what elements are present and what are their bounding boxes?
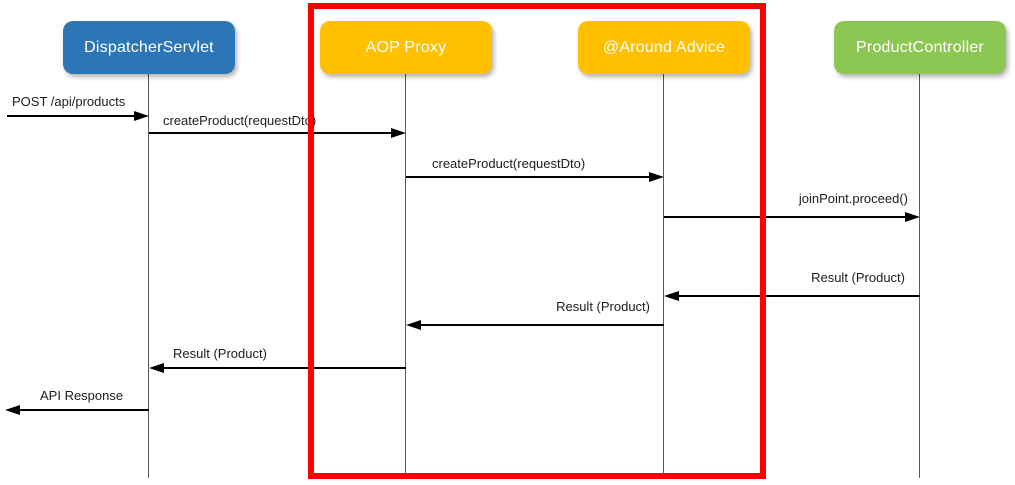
actor-label-dispatcher-servlet: DispatcherServlet [84,38,214,56]
actor-label-aop-proxy: AOP Proxy [365,38,447,56]
message-label: Result (Product) [173,346,267,361]
message-label: Result (Product) [811,270,905,285]
message-label: joinPoint.proceed() [798,191,908,206]
arrowhead-right-icon [649,172,664,182]
message-label: createProduct(requestDto) [163,113,317,128]
arrowhead-right-icon [391,128,406,138]
actor-box-product-controller: ProductController [834,21,1006,74]
message-label: createProduct(requestDto) [432,156,586,171]
lifeline-around-advice [663,74,664,478]
arrowhead-left-icon [5,405,20,415]
message-arrow-line [678,295,920,297]
message-label: POST /api/products [12,94,126,109]
arrowhead-left-icon [664,291,679,301]
lifeline-dispatcher-servlet [148,74,149,478]
actor-box-aop-proxy: AOP Proxy [320,21,492,74]
message-arrow-line [420,324,664,326]
message-label: API Response [40,388,124,403]
actor-label-around-advice: @Around Advice [602,38,726,56]
message-arrow-line [7,115,136,117]
actor-label-product-controller: ProductController [856,38,984,56]
lifeline-aop-proxy [405,74,406,478]
arrowhead-right-icon [134,111,149,121]
actor-box-dispatcher-servlet: DispatcherServlet [63,21,235,74]
lifeline-product-controller [919,74,920,478]
message-arrow-line [664,216,906,218]
message-arrow-line [163,367,406,369]
actor-box-around-advice: @Around Advice [578,21,750,74]
arrowhead-left-icon [406,320,421,330]
aop-highlight-rectangle [308,3,766,479]
message-label: Result (Product) [556,299,650,314]
arrowhead-left-icon [149,363,164,373]
message-arrow-line [149,132,392,134]
message-arrow-line [19,409,149,411]
arrowhead-right-icon [905,212,920,222]
message-arrow-line [406,176,650,178]
